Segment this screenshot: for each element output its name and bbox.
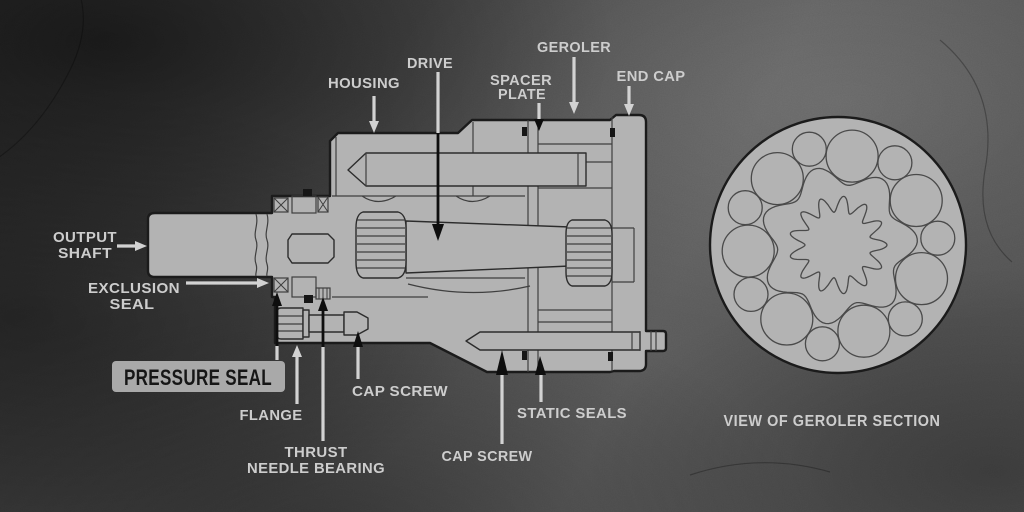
end-cap-arrow-head bbox=[624, 104, 634, 116]
thrust-needle-bearing-label-line2: NEEDLE BEARING bbox=[247, 460, 385, 477]
flange-cap-screw bbox=[276, 307, 369, 340]
pressure-seal-label: PRESSURE SEAL bbox=[124, 365, 272, 390]
output-shaft-arrow-head bbox=[135, 241, 147, 251]
housing-arrow-head bbox=[369, 121, 379, 133]
drive-link-shaft bbox=[405, 220, 571, 274]
output-shaft-label-line1: OUTPUT bbox=[53, 229, 117, 246]
exclusion-seal-label-line2: SEAL bbox=[110, 296, 155, 313]
bottom-cap-screw bbox=[465, 331, 657, 351]
output-shaft-label-line2: SHAFT bbox=[58, 245, 112, 262]
thrust-needle-bearing-label-line1: THRUST bbox=[285, 444, 348, 461]
housing-label: HOUSING bbox=[328, 75, 400, 92]
shaft-break-lines bbox=[254, 213, 269, 277]
labels: HOUSING DRIVE SPACER PLATE GEROLER END C… bbox=[53, 39, 941, 477]
flange-label: FLANGE bbox=[240, 407, 303, 424]
pressure-seal-arrow-head bbox=[272, 292, 282, 306]
static-seals-arrow-head bbox=[535, 356, 546, 375]
pressure-seal-callout: PRESSURE SEAL bbox=[112, 361, 285, 392]
exclusion-seal-arrow-head bbox=[257, 278, 269, 288]
static-seal-marks bbox=[522, 127, 615, 361]
cap-screw-lower-label: CAP SCREW bbox=[442, 448, 533, 465]
drive-label: DRIVE bbox=[407, 55, 453, 72]
flange-arrow-head bbox=[292, 345, 302, 357]
geroler-star-gear bbox=[789, 195, 888, 295]
cap-screw-upper-arrow-head bbox=[353, 331, 363, 347]
geroler-view-caption: VIEW OF GEROLER SECTION bbox=[724, 413, 941, 430]
cap-screw-lower-arrow-head bbox=[496, 350, 508, 375]
geroler-view bbox=[708, 115, 968, 375]
cap-screw-upper-label: CAP SCREW bbox=[352, 383, 448, 400]
drive-link bbox=[355, 211, 613, 287]
geroler-lobe-profile bbox=[762, 167, 918, 325]
geroler-outer-circle bbox=[708, 115, 968, 375]
exclusion-seal-label-line1: EXCLUSION bbox=[88, 280, 180, 297]
light-arrow-heads bbox=[135, 102, 634, 357]
geroler-rollers-large bbox=[721, 129, 949, 358]
spacer-plate-arrow-head bbox=[534, 119, 544, 131]
spacer-plate-label-line1: SPACER bbox=[490, 72, 552, 89]
light-arrow-lines bbox=[117, 57, 631, 444]
end-cap-label: END CAP bbox=[617, 68, 686, 85]
geroler-rollers-small bbox=[727, 131, 956, 362]
dark-arrow-heads bbox=[272, 119, 546, 375]
spacer-plate-label-line2: PLATE bbox=[498, 86, 546, 103]
seal-glands-lower bbox=[273, 276, 331, 303]
top-cap-screw-washer bbox=[365, 153, 579, 186]
pressure-seal-box bbox=[112, 361, 285, 392]
static-seals-label: STATIC SEALS bbox=[517, 405, 627, 422]
output-shaft-hub bbox=[287, 233, 335, 264]
geroler-arrow-head bbox=[569, 102, 579, 114]
top-cap-screw bbox=[347, 152, 587, 187]
seal-glands-upper bbox=[273, 189, 329, 214]
thrust-bearing-arrow-head bbox=[318, 297, 328, 311]
geroler-label: GEROLER bbox=[537, 39, 611, 56]
dark-arrow-lines bbox=[275, 133, 440, 347]
drive-arrow-head bbox=[432, 224, 444, 241]
